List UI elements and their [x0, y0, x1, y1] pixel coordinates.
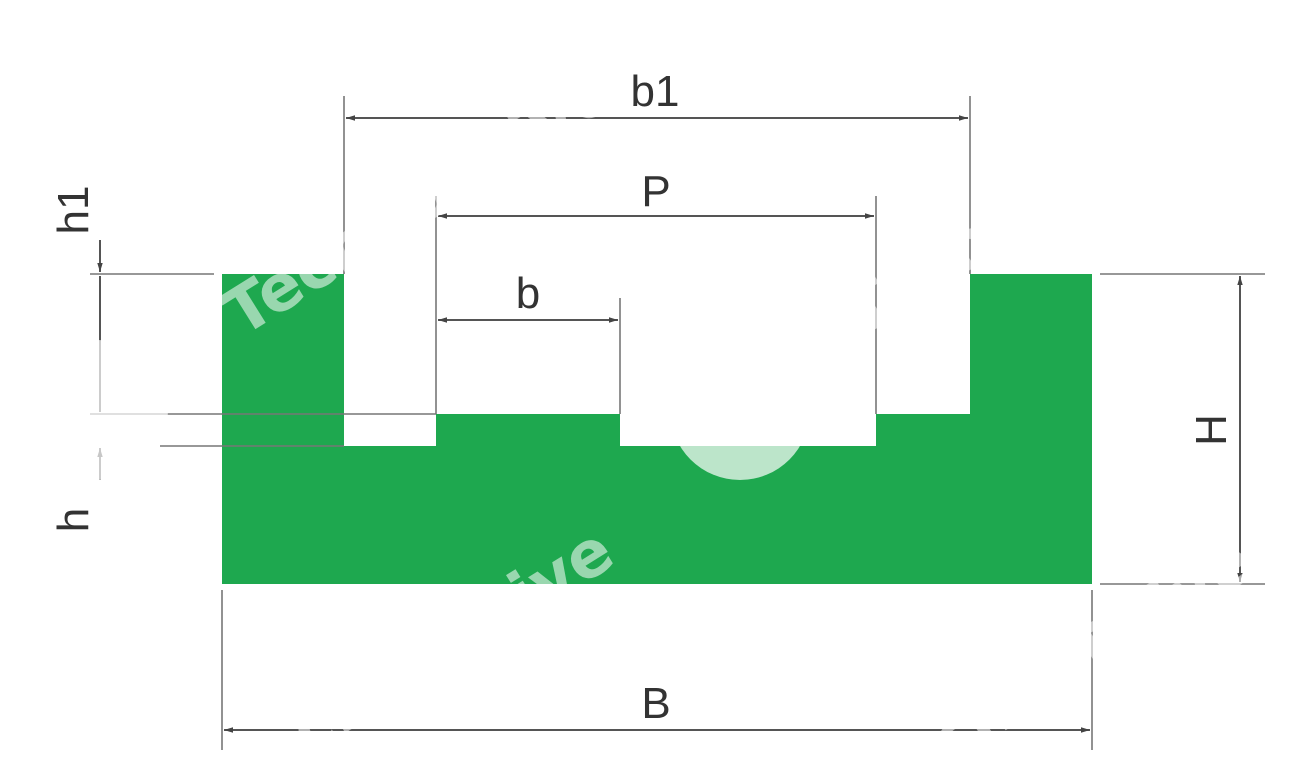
label-b1: b1	[631, 67, 680, 116]
label-P: P	[641, 167, 670, 216]
label-b: b	[516, 269, 540, 318]
watermark-logo-icon	[670, 340, 810, 480]
watermark-logo-icon	[28, 340, 168, 480]
label-B: B	[641, 679, 670, 728]
watermark-text: TechnoDrive	[211, 53, 626, 351]
label-h: h	[49, 508, 98, 532]
extension-lines	[90, 96, 1265, 750]
label-H: H	[1187, 414, 1236, 446]
guide-profile-shape	[222, 274, 1092, 584]
label-h1: h1	[49, 186, 98, 235]
